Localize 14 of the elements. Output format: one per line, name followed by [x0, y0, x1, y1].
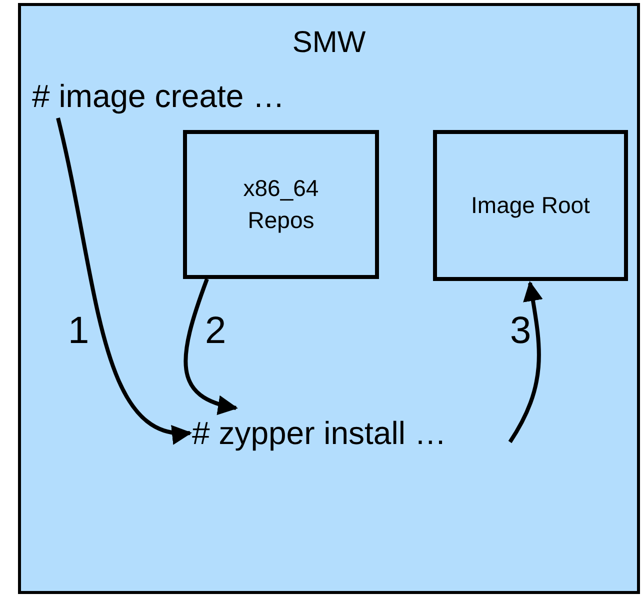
arrow: [184, 278, 238, 414]
process-box: [433, 130, 628, 281]
box-label: x86_64 Repos: [242, 174, 320, 235]
command-text: # zypper install …: [192, 410, 510, 456]
command-text: # image create …: [32, 74, 344, 118]
step-number: 2: [205, 310, 226, 353]
system-panel: [18, 3, 640, 594]
step-number: 1: [68, 310, 90, 353]
panel-title: SMW: [291, 26, 367, 60]
arrow: [508, 281, 543, 444]
box-label: Image Root: [471, 190, 590, 220]
arrow: [56, 118, 192, 442]
step-number: 3: [510, 310, 532, 353]
process-box: [183, 130, 379, 279]
